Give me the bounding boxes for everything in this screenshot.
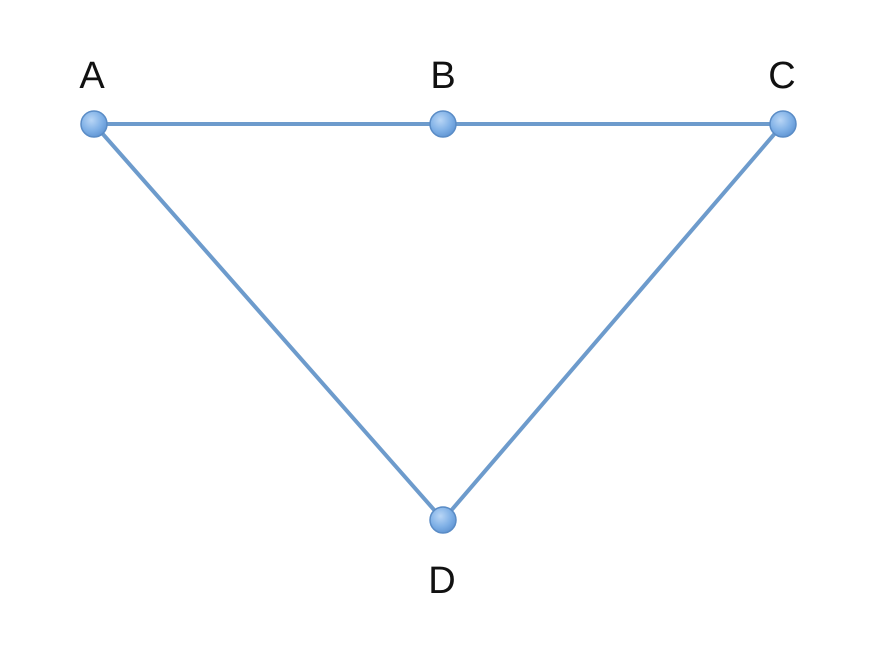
edges (92, 122, 785, 522)
node-label-c: C (768, 55, 795, 97)
node-labels: A B C D (79, 55, 795, 602)
node-b (429, 110, 457, 138)
edge-c-d (441, 122, 785, 522)
node-d (429, 506, 457, 534)
node-label-a: A (79, 55, 105, 97)
nodes (80, 110, 797, 534)
node-label-b: B (430, 55, 455, 97)
edge-a-d (92, 122, 445, 522)
node-a (80, 110, 108, 138)
node-c (769, 110, 797, 138)
node-label-d: D (428, 560, 455, 602)
